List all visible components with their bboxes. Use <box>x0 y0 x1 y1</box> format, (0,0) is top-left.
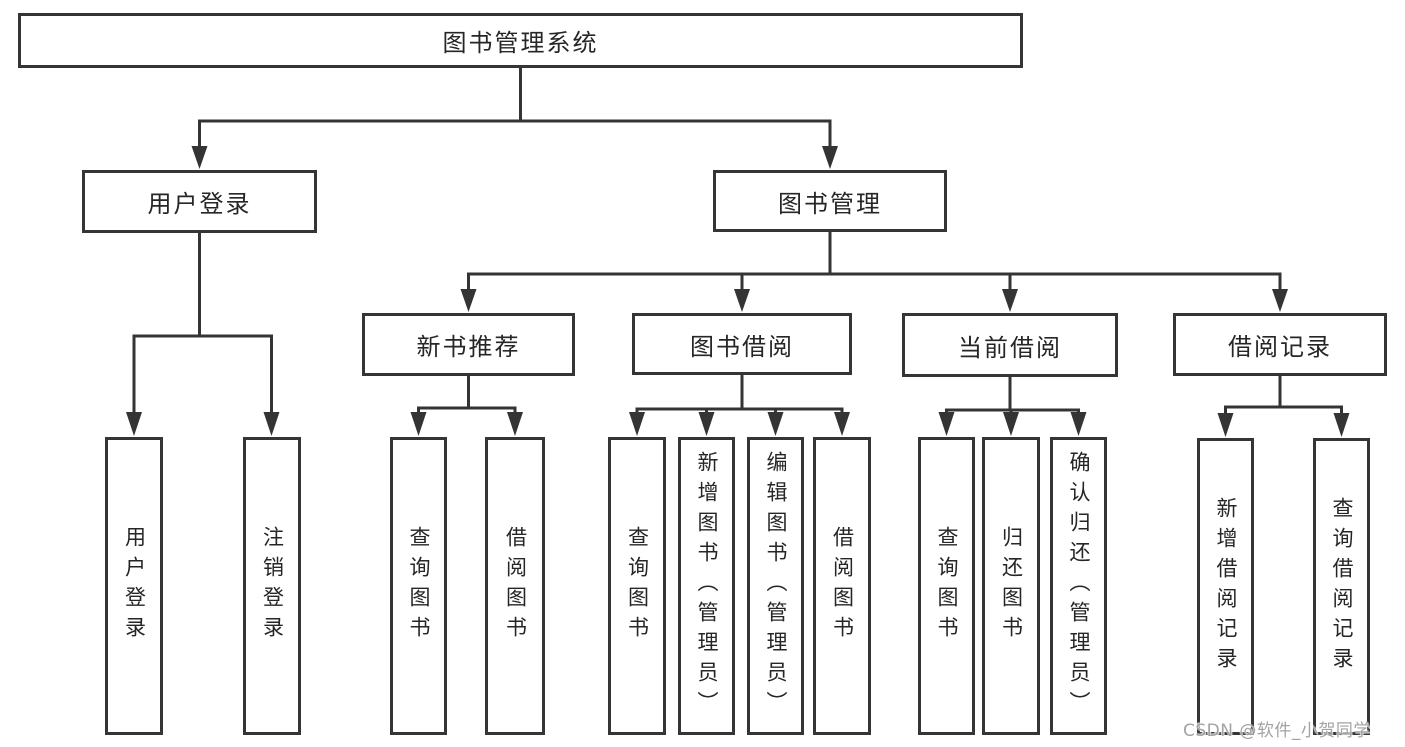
leaf-borrow-books: 借阅图书 <box>813 437 871 735</box>
leaf-confirm-return-admin: 确认归还（管理员） <box>1050 437 1107 735</box>
node-new-book-recommendation: 新书推荐 <box>362 313 575 376</box>
leaf-borrow-books-recommend: 借阅图书 <box>485 437 545 735</box>
node-user-login: 用户登录 <box>82 170 317 233</box>
leaf-edit-books-admin: 编辑图书（管理员） <box>747 437 804 735</box>
leaf-logout: 注销登录 <box>243 437 301 735</box>
node-current-borrowing: 当前借阅 <box>902 313 1118 377</box>
leaf-query-books-current: 查询图书 <box>918 437 975 735</box>
leaf-add-books-admin: 新增图书（管理员） <box>678 437 735 735</box>
node-borrowing-records: 借阅记录 <box>1173 313 1387 376</box>
leaf-add-borrow-record: 新增借阅记录 <box>1197 438 1254 735</box>
leaf-query-books-borrowing: 查询图书 <box>608 437 666 735</box>
leaf-query-borrow-record: 查询借阅记录 <box>1313 438 1370 735</box>
leaf-user-login: 用户登录 <box>105 437 163 735</box>
leaf-query-books-recommend: 查询图书 <box>390 437 447 735</box>
node-book-borrowing: 图书借阅 <box>632 313 852 375</box>
node-book-management: 图书管理 <box>713 170 947 232</box>
node-library-management-system: 图书管理系统 <box>18 13 1023 68</box>
watermark: CSDN @软件_小贺同学 <box>1183 721 1371 741</box>
leaf-return-books: 归还图书 <box>982 437 1040 735</box>
